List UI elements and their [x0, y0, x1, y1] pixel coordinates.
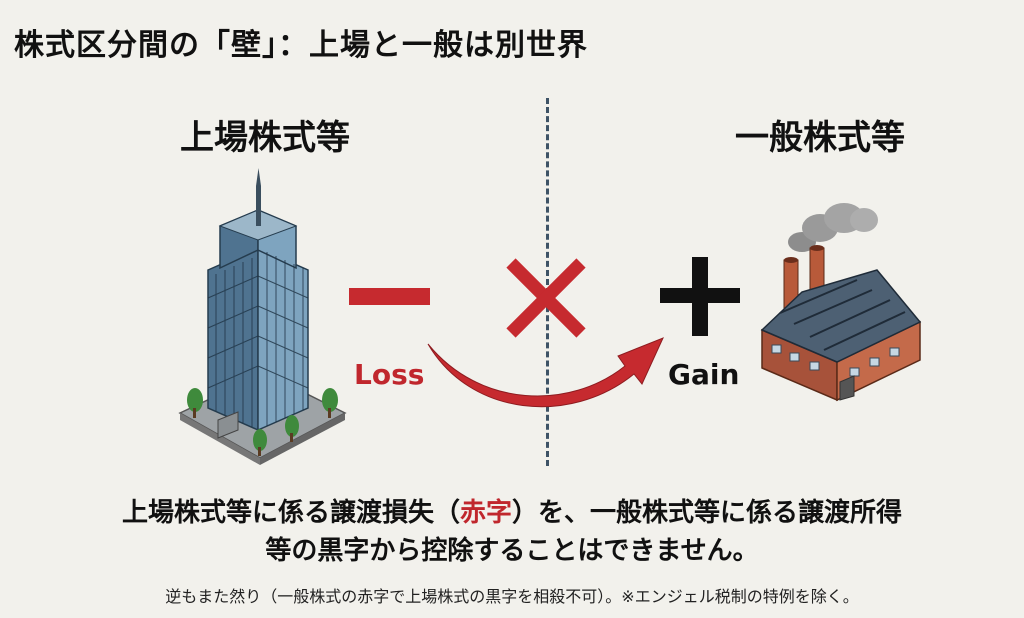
- sub-note: 逆もまた然り（一般株式の赤字で上場株式の黒字を相殺不可）。※エンジェル税制の特例…: [165, 587, 859, 606]
- red-ink-word: 赤字: [459, 498, 512, 528]
- dashed-divider: [546, 98, 549, 466]
- loss-label: Loss: [354, 358, 425, 391]
- minus-sign: [349, 288, 430, 305]
- general-stocks-heading: 一般株式等: [735, 118, 905, 158]
- main-note-line-1: 上場株式等に係る譲渡損失（赤字）を、一般株式等に係る譲渡所得: [121, 498, 903, 528]
- listed-stocks-heading: 上場株式等: [180, 118, 350, 158]
- gain-label: Gain: [668, 358, 740, 391]
- transfer-arrow-icon: [427, 337, 664, 408]
- page-title: 株式区分間の「壁」：上場と一般は別世界: [14, 28, 588, 63]
- main-note: 上場株式等に係る譲渡損失（赤字）を、一般株式等に係る譲渡所得 等の黒字から控除す…: [0, 494, 1024, 570]
- skyscraper-icon: [178, 168, 347, 465]
- main-note-line-2: 等の黒字から控除することはできません。: [265, 536, 759, 566]
- plus-sign-vertical: [692, 257, 708, 336]
- factory-icon: [760, 203, 922, 402]
- cross-icon: [506, 258, 586, 338]
